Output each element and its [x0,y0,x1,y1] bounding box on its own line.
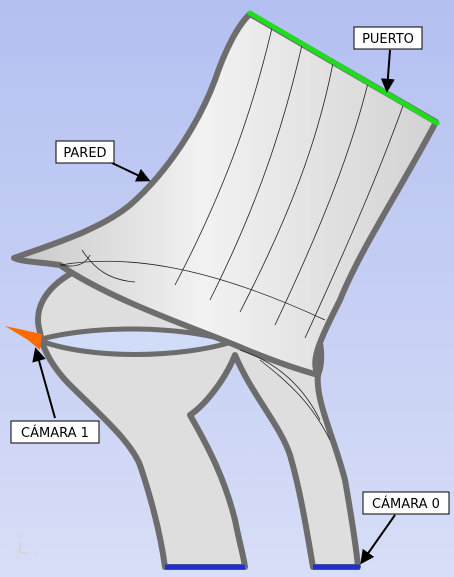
label-pared: PARED [55,140,115,164]
camara0-leader [360,514,396,565]
wall-surface [11,11,439,378]
axis-triad: Y Z X [14,534,39,560]
label-pared-text: PARED [63,146,106,161]
label-camara1-text: CÁMARA 1 [21,425,89,441]
label-camara0: CÁMARA 0 [362,491,450,515]
puerto-leader [380,49,395,93]
label-camara1: CÁMARA 1 [10,420,100,444]
axis-z-label: Z [14,550,20,560]
label-puerto: PUERTO [353,26,423,50]
label-camara0-text: CÁMARA 0 [372,496,440,512]
mesh-lines [59,27,405,441]
label-puerto-text: PUERTO [362,32,414,47]
axis-x-label: X [33,550,39,560]
axis-y-label: Y [16,534,23,544]
pared-leader [111,162,151,182]
camara1-leader [32,347,56,419]
wall-tube [11,11,439,441]
port-edge[interactable] [247,10,440,126]
chamber1-marker[interactable] [5,326,42,350]
